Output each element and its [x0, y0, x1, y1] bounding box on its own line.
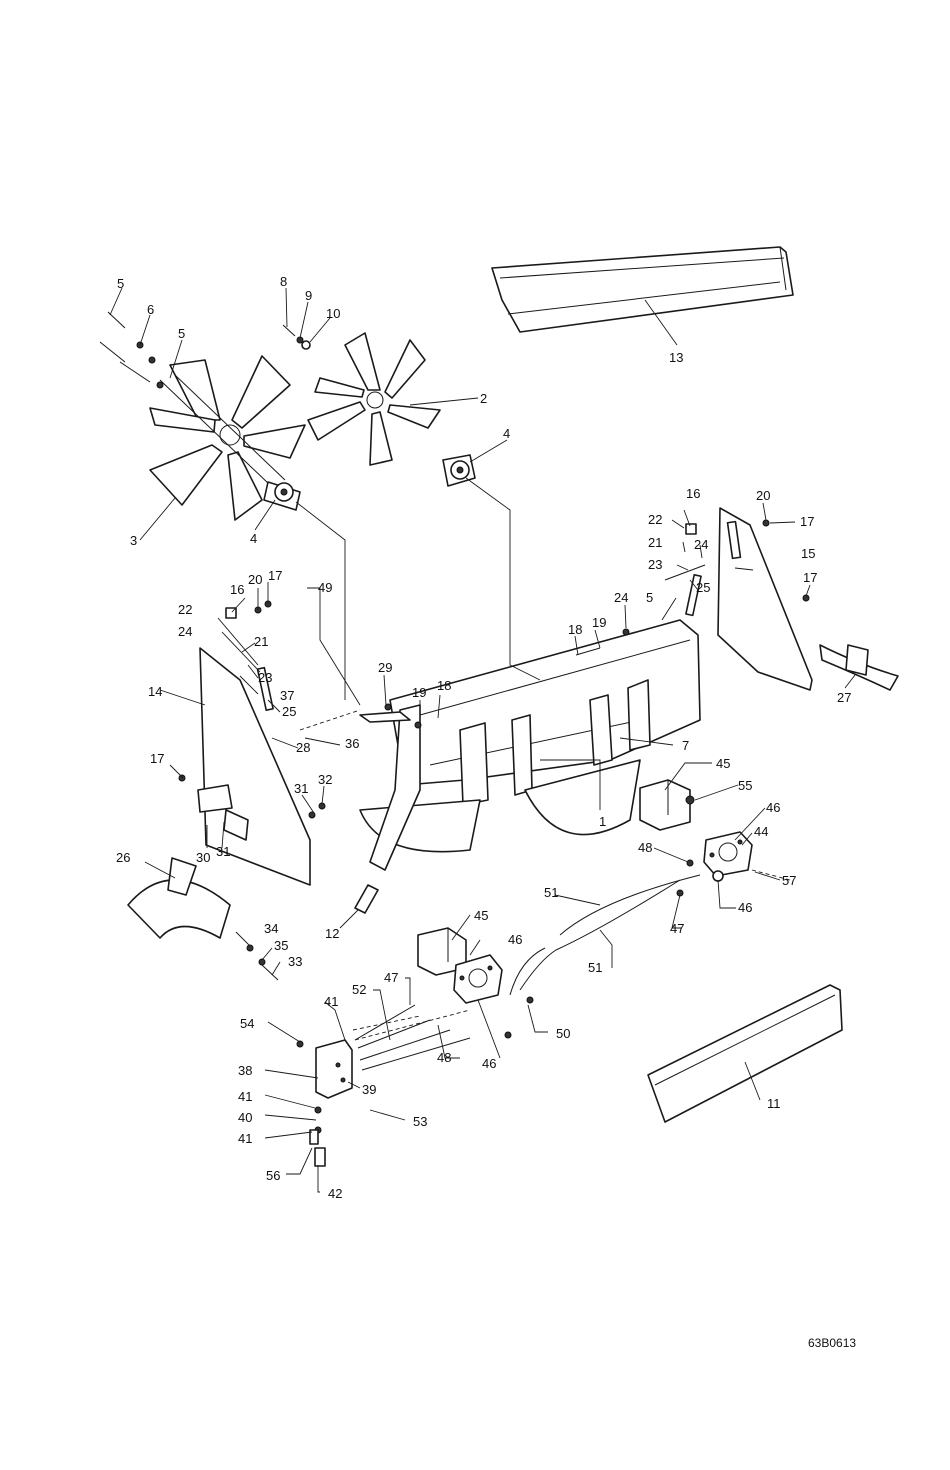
- spring-12: [355, 885, 378, 913]
- callout-56: 56: [266, 1168, 280, 1183]
- callout-49: 49: [318, 580, 332, 595]
- callout-31b: 31: [294, 781, 308, 796]
- callout-46b: 46: [738, 900, 752, 915]
- side-plate-14: [198, 648, 310, 885]
- callout-17b: 17: [803, 570, 817, 585]
- callout-15: 15: [801, 546, 815, 561]
- callout-37: 37: [280, 688, 294, 703]
- callout-2: 2: [480, 391, 487, 406]
- callout-52: 52: [352, 982, 366, 997]
- callout-19b: 19: [412, 685, 426, 700]
- impeller-rotor-3: [150, 356, 305, 520]
- callout-25a: 25: [696, 580, 710, 595]
- callout-51a: 51: [544, 885, 558, 900]
- callout-1: 1: [599, 814, 606, 829]
- callout-17a: 17: [800, 514, 814, 529]
- callout-20b: 20: [248, 572, 262, 587]
- callout-22b: 22: [178, 602, 192, 617]
- chute-27: [820, 645, 898, 690]
- callout-47a: 47: [670, 921, 684, 936]
- chute-26: [128, 858, 230, 938]
- callout-48b: 48: [437, 1050, 451, 1065]
- callout-36: 36: [345, 736, 359, 751]
- callout-3: 3: [130, 533, 137, 548]
- callout-48a: 48: [638, 840, 652, 855]
- pump-44: [704, 832, 752, 881]
- callout-26: 26: [116, 850, 130, 865]
- callout-35: 35: [274, 938, 288, 953]
- callout-39: 39: [362, 1082, 376, 1097]
- callout-55: 55: [738, 778, 752, 793]
- callout-27: 27: [837, 690, 851, 705]
- callout-47b: 47: [384, 970, 398, 985]
- callout-29: 29: [378, 660, 392, 675]
- callout-17d: 17: [150, 751, 164, 766]
- figure-code: 63B0613: [808, 1336, 856, 1350]
- callout-6: 6: [147, 302, 154, 317]
- callout-5c: 5: [646, 590, 653, 605]
- callout-11: 11: [767, 1096, 781, 1111]
- callout-33: 33: [288, 954, 302, 969]
- callout-51b: 51: [588, 960, 602, 975]
- callout-30: 30: [196, 850, 210, 865]
- callout-14: 14: [148, 684, 162, 699]
- callout-45b: 45: [474, 908, 488, 923]
- callout-32: 32: [318, 772, 332, 787]
- callout-44: 44: [754, 824, 768, 839]
- callout-46a: 46: [766, 800, 780, 815]
- callout-4b: 4: [503, 426, 510, 441]
- callout-45a: 45: [716, 756, 730, 771]
- callout-34: 34: [264, 921, 278, 936]
- callout-4a: 4: [250, 531, 257, 546]
- callout-16b: 16: [230, 582, 244, 597]
- callout-23b: 23: [258, 670, 272, 685]
- callout-18b: 18: [437, 678, 451, 693]
- callout-38: 38: [238, 1063, 252, 1078]
- callout-9: 9: [305, 288, 312, 303]
- callout-24a: 24: [694, 537, 708, 552]
- callout-41b: 41: [238, 1089, 252, 1104]
- callout-24c: 24: [178, 624, 192, 639]
- callout-10: 10: [326, 306, 340, 321]
- callout-31a: 31: [216, 844, 230, 859]
- callout-53: 53: [413, 1114, 427, 1129]
- callout-41c: 41: [238, 1131, 252, 1146]
- callout-5b: 5: [178, 326, 185, 341]
- callout-22a: 22: [648, 512, 662, 527]
- callout-42: 42: [328, 1186, 342, 1201]
- cover-channel-11: [648, 985, 842, 1122]
- side-plate-15: [718, 508, 812, 690]
- callout-25b: 25: [282, 704, 296, 719]
- callout-41a: 41: [324, 994, 338, 1009]
- valve-block-38: [316, 1040, 352, 1098]
- callout-21b: 21: [254, 634, 268, 649]
- callout-18a: 18: [568, 622, 582, 637]
- callout-17c: 17: [268, 568, 282, 583]
- callout-50: 50: [556, 1026, 570, 1041]
- impeller-2: [308, 333, 475, 486]
- callout-20a: 20: [756, 488, 770, 503]
- callout-12: 12: [325, 926, 339, 941]
- callout-23a: 23: [648, 557, 662, 572]
- callout-21a: 21: [648, 535, 662, 550]
- callout-7: 7: [682, 738, 689, 753]
- callout-54: 54: [240, 1016, 254, 1031]
- callout-28: 28: [296, 740, 310, 755]
- callout-46d: 46: [482, 1056, 496, 1071]
- callout-5a: 5: [117, 276, 124, 291]
- callout-13: 13: [669, 350, 683, 365]
- callout-57: 57: [782, 873, 796, 888]
- callout-46c: 46: [508, 932, 522, 947]
- callout-40: 40: [238, 1110, 252, 1125]
- blower-housing-1: [360, 620, 700, 870]
- callout-19a: 19: [592, 615, 606, 630]
- callout-16a: 16: [686, 486, 700, 501]
- callout-8: 8: [280, 274, 287, 289]
- callout-24b: 24: [614, 590, 628, 605]
- cover-channel-13: [492, 247, 793, 332]
